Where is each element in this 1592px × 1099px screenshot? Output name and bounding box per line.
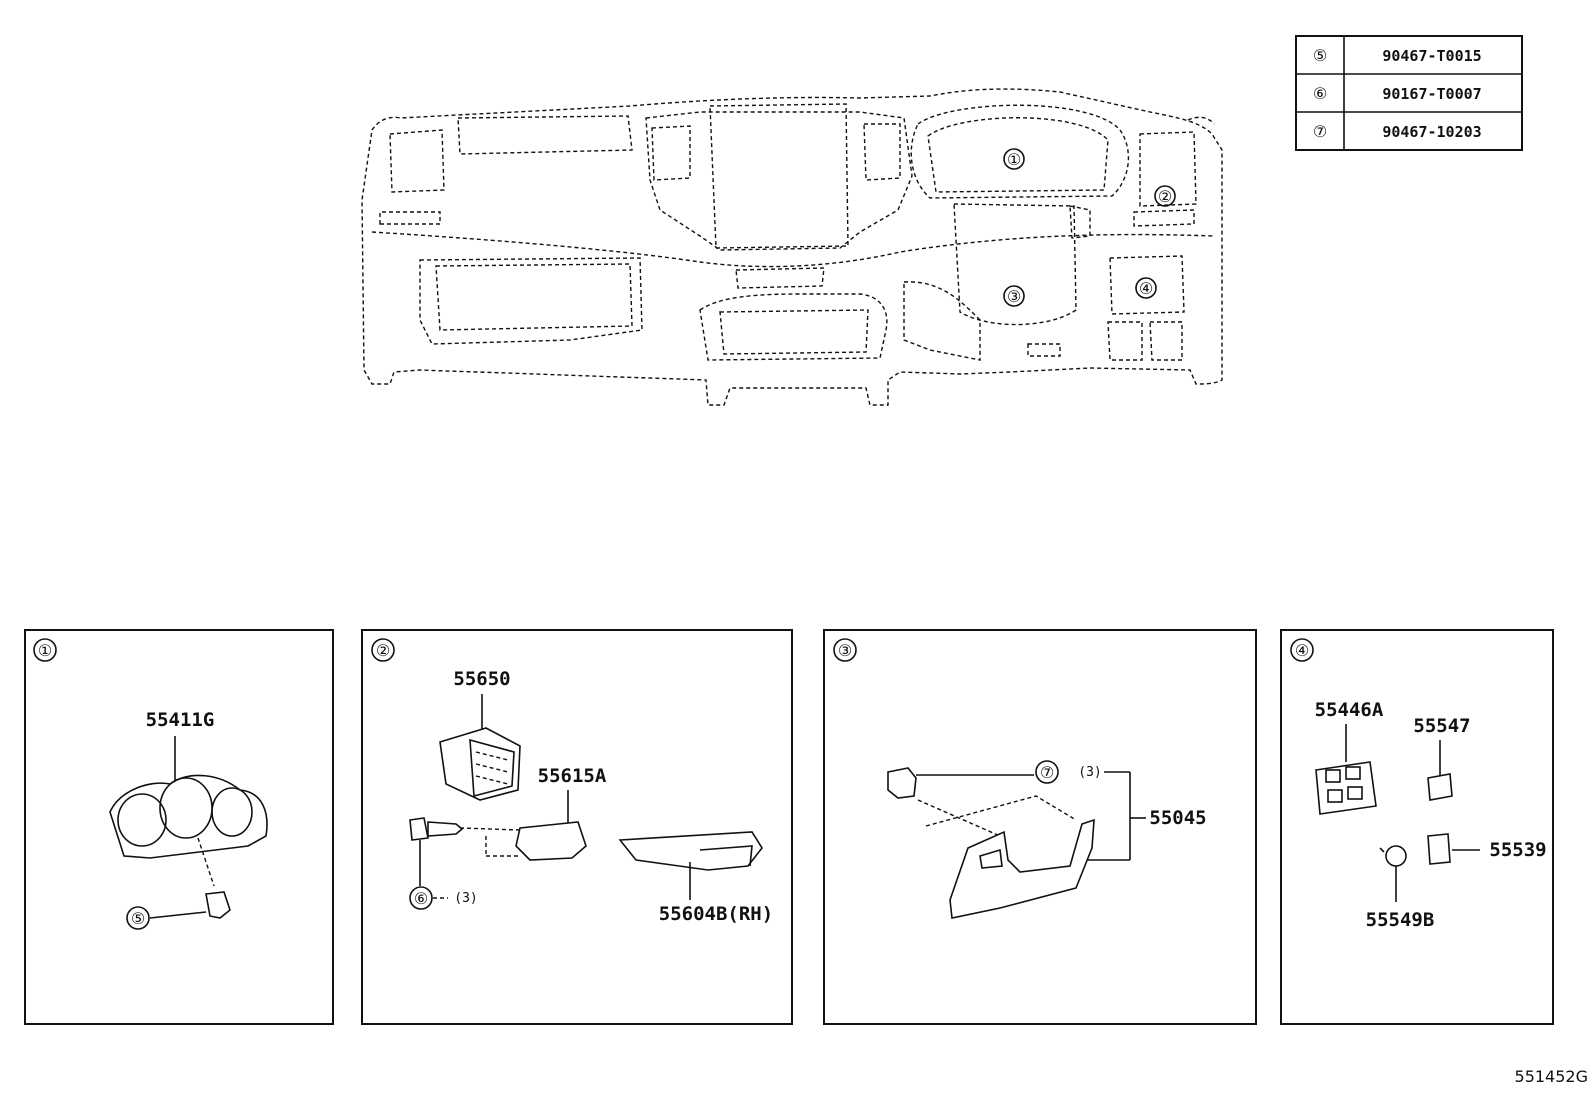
clip-5-part: [205, 891, 231, 919]
detail-panel-2: ② 55650 55615A ⑥ (3) 55604B(RH): [361, 629, 793, 1025]
table-ref-5: ⑤: [1313, 46, 1327, 65]
panel-3-clip-qty: (3): [1078, 765, 1101, 780]
part-55547-label: 55547: [1413, 715, 1470, 737]
panel-2-screw-qty: (3): [454, 891, 477, 906]
panel-3-clip-ref: ⑦: [1040, 763, 1054, 782]
part-55411G-label: 55411G: [146, 709, 215, 731]
part-55615A-label: 55615A: [538, 765, 607, 787]
overview-callout-1: ①: [1007, 150, 1021, 169]
diagram-id: 551452G: [1515, 1067, 1588, 1086]
switch-base-part: [1315, 761, 1377, 815]
table-ref-7: ⑦: [1313, 122, 1327, 141]
instrument-cluster-part: [109, 774, 268, 859]
detail-panel-3: ③ ⑦ (3) 55045: [823, 629, 1257, 1025]
tray-rh-part: [618, 831, 763, 871]
overview-callout-4: ④: [1139, 279, 1153, 298]
panel-1-clip-ref: ⑤: [131, 909, 145, 928]
table-part-5: 90467-T0015: [1382, 47, 1481, 65]
plug-55539-part: [1427, 833, 1451, 865]
part-55446A-label: 55446A: [1315, 699, 1384, 721]
detail-panel-1: ① 55411G ⑤: [24, 629, 334, 1025]
plug-55547-part: [1427, 773, 1453, 801]
panel-3-ref: ③: [838, 641, 852, 660]
part-55650-label: 55650: [453, 668, 510, 690]
panel-2-screw-ref: ⑥: [414, 889, 428, 908]
table-part-7: 90467-10203: [1382, 123, 1481, 141]
part-55539-label: 55539: [1489, 839, 1546, 861]
panel-4-ref: ④: [1295, 641, 1309, 660]
part-55045-label: 55045: [1149, 807, 1206, 829]
duct-bracket-part: [515, 821, 587, 861]
panel-2-ref: ②: [376, 641, 390, 660]
overview-callout-2: ②: [1158, 187, 1172, 206]
panel-1-ref: ①: [38, 641, 52, 660]
lower-panel-part: [949, 818, 1095, 919]
fastener-table: ⑤ 90467-T0015 ⑥ 90167-T0007 ⑦ 90467-1020…: [1295, 35, 1523, 151]
table-ref-6: ⑥: [1313, 84, 1327, 103]
part-55604B-label: 55604B(RH): [659, 903, 773, 925]
detail-panel-4: ④ 55446A 55547 55539 55549B: [1280, 629, 1554, 1025]
screw-6-part: [409, 817, 464, 841]
part-55549B-label: 55549B: [1366, 909, 1435, 931]
air-register-part: [439, 727, 521, 801]
overview-callout-3: ③: [1007, 287, 1021, 306]
table-part-6: 90167-T0007: [1382, 85, 1481, 103]
knob-55549B-part: [1379, 845, 1407, 867]
dashboard-overview-illustration: ① ② ③ ④: [361, 88, 1223, 406]
clip-7-part: [887, 767, 917, 799]
